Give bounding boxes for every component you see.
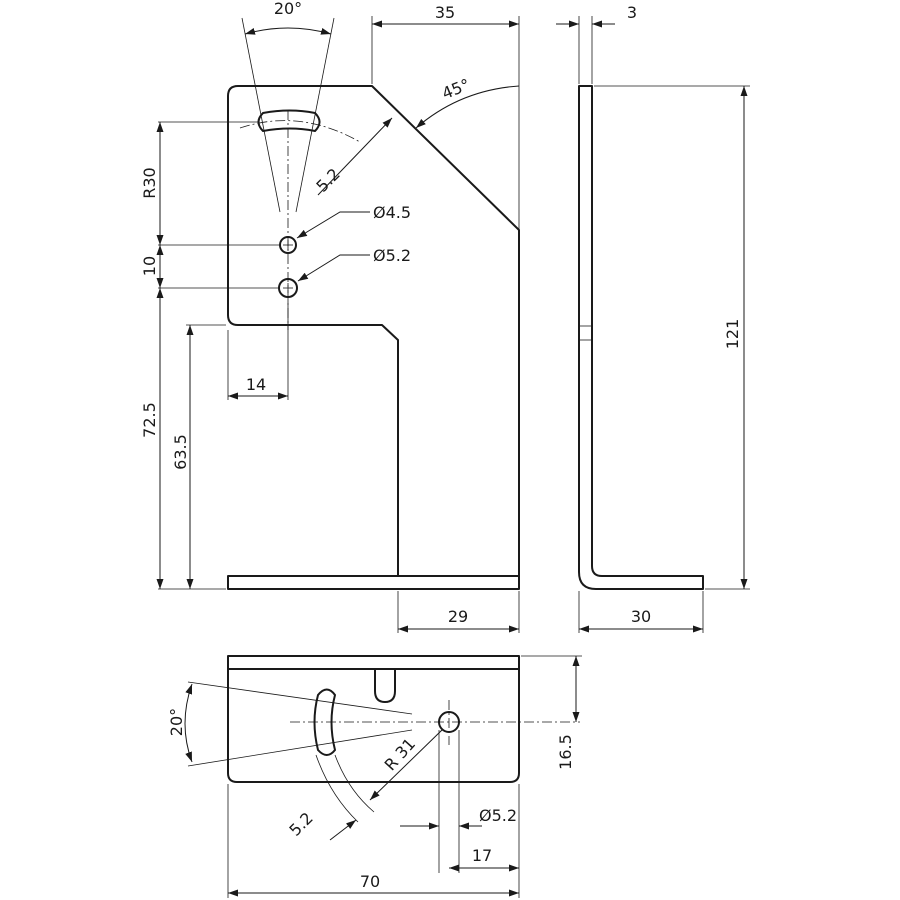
label-hole-large: Ø5.2 [373,246,411,265]
bottom-view-outline [227,655,520,783]
side-view: 3 121 30 [556,3,750,633]
label-height-to-notch: 63.5 [171,434,190,470]
label-chamfer-angle: 45° [439,75,472,103]
label-hole-spacing: 10 [140,256,159,276]
label-angle: 20° [167,708,186,736]
label-height-to-hole: 72.5 [140,402,159,438]
centerline-arc [239,120,361,143]
front-view: 20° 35 45° 5.2 R30 10 Ø4.5 Ø5.2 14 [140,0,520,633]
label-slot-width: 5.2 [312,164,343,195]
keyhole-notch [374,669,396,703]
label-hole: Ø5.2 [479,806,517,825]
curved-slot [257,109,321,132]
front-view-outline [227,85,520,590]
side-view-outline [578,85,704,590]
label-angle-top: 20° [274,0,302,18]
label-width: 70 [360,872,380,891]
label-hole-small: Ø4.5 [373,203,411,222]
label-hole-offset: 14 [246,375,266,394]
label-radius: R 31 [381,734,420,774]
label-width-top: 35 [435,3,455,22]
bottom-view: 20° R 31 5.2 Ø5.2 16.5 17 70 [167,655,582,898]
label-foot-length: 30 [631,607,651,626]
curved-slot [313,688,336,756]
label-hole-offset: 17 [472,846,492,865]
label-depth: 16.5 [556,734,575,770]
label-slot-width: 5.2 [285,808,316,839]
label-thickness: 3 [627,3,637,22]
label-height: 121 [723,319,742,350]
label-radius: R30 [140,167,159,198]
label-foot-width: 29 [448,607,468,626]
